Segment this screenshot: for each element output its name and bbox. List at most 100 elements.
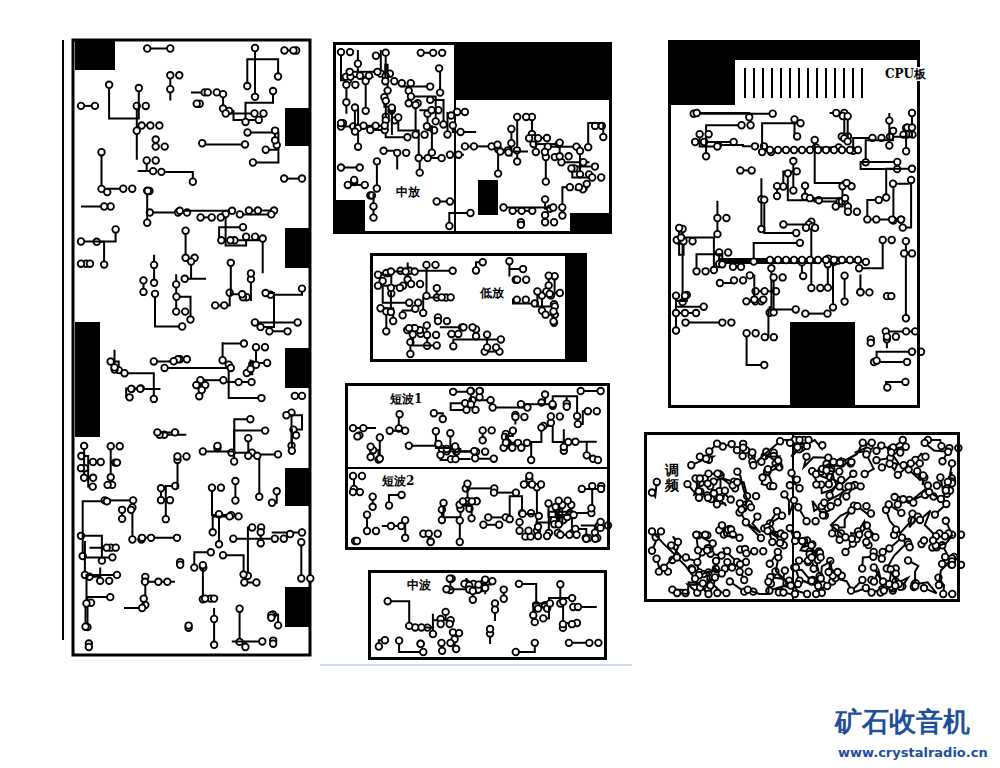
solder-pad [538, 424, 545, 431]
solder-pad [886, 142, 893, 149]
solder-pad [696, 131, 703, 138]
solder-pad [240, 224, 247, 231]
copper-trace [161, 172, 192, 182]
solder-pad [826, 481, 833, 488]
copper-trace [81, 229, 116, 241]
solder-pad [909, 348, 916, 355]
solder-pad [854, 208, 861, 215]
solder-pad [886, 545, 893, 552]
solder-pad [455, 151, 462, 158]
solder-pad [523, 114, 530, 121]
solder-pad [589, 174, 596, 181]
solder-pad [151, 262, 158, 269]
solder-pad [144, 219, 151, 226]
solder-pad [382, 78, 389, 85]
solder-pad [694, 559, 701, 566]
solder-pad [366, 72, 373, 79]
solder-pad [580, 159, 587, 166]
solder-pad [894, 501, 901, 508]
solder-pad [293, 432, 300, 439]
solder-pad [260, 110, 267, 117]
solder-pad [938, 496, 945, 503]
solder-pad [266, 328, 273, 335]
solder-pad [719, 522, 726, 529]
copper-trace [402, 83, 430, 86]
solder-pad [714, 215, 721, 222]
solder-pad [759, 149, 766, 156]
solder-pad [406, 623, 413, 630]
solder-pad [746, 114, 753, 121]
solder-pad [547, 600, 554, 607]
solder-pad [770, 483, 777, 490]
copper-trace [254, 48, 256, 97]
solder-pad [658, 528, 665, 535]
solder-pad [156, 122, 163, 129]
solder-pad [176, 72, 183, 79]
solder-pad [281, 535, 288, 542]
solder-pad [820, 512, 827, 519]
solder-pad [649, 528, 656, 535]
solder-pad [752, 330, 759, 337]
solder-pad [136, 85, 143, 92]
solder-pad [158, 169, 165, 176]
solder-pad [545, 272, 552, 279]
solder-pad [128, 386, 135, 393]
solder-pad [797, 120, 804, 127]
solder-pad [469, 498, 476, 505]
solder-pad [452, 456, 459, 463]
solder-pad [713, 558, 720, 565]
solder-pad [240, 571, 247, 578]
solder-pad [793, 230, 800, 237]
solder-pad [436, 65, 443, 72]
solder-pad [377, 434, 384, 441]
solder-pad [402, 427, 409, 434]
solder-pad [230, 535, 237, 542]
solder-pad [462, 109, 469, 116]
solder-pad [468, 515, 475, 522]
solder-pad [859, 439, 866, 446]
solder-pad [716, 495, 723, 502]
copper-trace [383, 281, 410, 303]
solder-pad [209, 529, 216, 536]
solder-pad [509, 444, 516, 451]
solder-pad [231, 458, 238, 465]
solder-pad [766, 560, 773, 567]
solder-pad [508, 140, 515, 147]
solder-pad [183, 453, 190, 460]
solder-pad [120, 185, 127, 192]
solder-pad [867, 340, 874, 347]
copper-trace [146, 191, 148, 223]
solder-pad [407, 80, 414, 87]
solder-pad [457, 129, 464, 136]
solder-pad [382, 637, 389, 644]
solder-pad [518, 401, 525, 408]
solder-pad [693, 110, 700, 117]
solder-pad [427, 83, 434, 90]
solder-pad [714, 470, 721, 477]
solder-pad [703, 153, 710, 160]
solder-pad [888, 293, 895, 300]
solder-pad [793, 168, 800, 175]
solder-pad [423, 293, 430, 300]
solder-pad [307, 575, 314, 582]
solder-pad [144, 45, 151, 52]
solder-pad [360, 122, 367, 129]
solder-pad [540, 615, 547, 622]
solder-pad [811, 137, 818, 144]
solder-pad [857, 289, 864, 296]
solder-pad [228, 260, 235, 267]
solder-pad [119, 507, 126, 514]
solder-pad [97, 578, 104, 585]
solder-pad [526, 473, 533, 480]
solder-pad [434, 285, 441, 292]
solder-pad [586, 640, 593, 647]
copper-trace [231, 263, 242, 295]
solder-pad [412, 102, 419, 109]
solder-pad [542, 212, 549, 219]
solder-pad [514, 158, 521, 165]
solder-pad [151, 396, 158, 403]
solder-pad [350, 425, 357, 432]
solder-pad [406, 325, 413, 332]
solder-pad [549, 401, 556, 408]
solder-pad [740, 277, 747, 284]
